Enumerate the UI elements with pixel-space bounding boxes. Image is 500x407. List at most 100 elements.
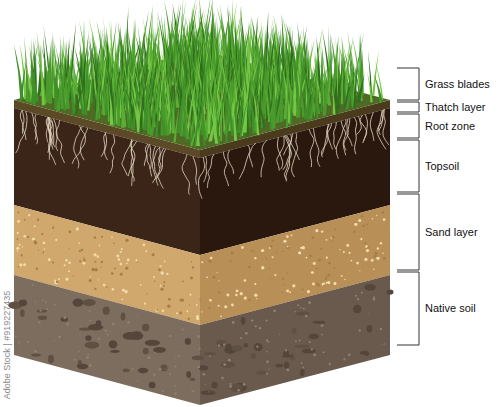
sand-grain xyxy=(82,262,85,265)
sand-grain xyxy=(283,240,286,243)
sand-grain xyxy=(241,246,244,249)
sand-grain xyxy=(121,248,123,250)
sand-grain xyxy=(83,259,85,261)
soil-stone xyxy=(123,332,138,340)
soil-stone xyxy=(37,309,48,312)
sand-grain xyxy=(344,279,346,281)
soil-stone xyxy=(386,289,393,294)
grass-blade xyxy=(82,80,87,115)
sand-grain xyxy=(256,298,257,299)
grass-blade xyxy=(155,72,161,137)
sand-grain xyxy=(27,236,29,238)
soil-stone xyxy=(149,382,156,389)
sand-grain xyxy=(189,294,191,296)
soil-stone xyxy=(185,338,191,345)
sand-grain xyxy=(99,245,101,247)
grass-blade xyxy=(310,52,320,120)
root xyxy=(46,117,56,165)
sand-grain xyxy=(274,274,276,276)
layer-label: Root zone xyxy=(425,120,475,133)
sand-grain xyxy=(206,276,208,278)
sand-grain xyxy=(81,249,84,252)
soil-grain xyxy=(383,343,385,345)
soil-grain xyxy=(259,327,261,329)
sand-grain xyxy=(52,261,54,263)
soil-grain xyxy=(321,334,323,336)
sand-grain xyxy=(382,211,385,214)
sand-grain xyxy=(282,292,284,294)
sand-grain xyxy=(327,281,330,284)
soil-grain xyxy=(268,369,269,370)
sand-grain xyxy=(382,252,383,253)
soil-grain xyxy=(299,340,301,342)
sand-grain xyxy=(311,271,314,274)
grass-blade xyxy=(296,83,300,118)
grass-blade xyxy=(239,88,250,138)
root xyxy=(356,115,362,135)
soil-stone xyxy=(302,349,316,354)
root xyxy=(322,123,332,155)
soil-grain xyxy=(232,321,235,324)
soil-grain xyxy=(243,383,246,386)
sand-grain xyxy=(90,276,91,277)
sand-grain xyxy=(17,232,19,234)
sand-grain xyxy=(312,283,315,286)
soil-stone xyxy=(211,382,217,389)
sand-grain xyxy=(287,246,289,248)
sand-grain xyxy=(17,266,19,268)
root xyxy=(336,120,346,159)
soil-grain xyxy=(107,334,109,336)
sand-grain xyxy=(42,252,44,254)
sand-grain xyxy=(236,290,239,293)
soil-grain xyxy=(286,368,289,371)
grass-blade xyxy=(322,52,331,116)
root xyxy=(101,133,106,157)
soil-grain xyxy=(245,332,248,335)
sand-grain xyxy=(135,259,137,261)
sand-grain xyxy=(201,311,202,312)
soil-grain xyxy=(89,364,92,367)
soil-grain xyxy=(76,367,78,369)
sand-grain xyxy=(248,299,250,301)
soil-grain xyxy=(153,373,156,376)
sand-grain xyxy=(163,285,165,287)
soil-grain xyxy=(169,335,171,337)
grass-blade xyxy=(280,57,291,124)
sand-grain xyxy=(374,255,377,258)
soil-stone xyxy=(364,284,375,291)
root xyxy=(223,152,228,186)
grass-blade xyxy=(373,73,382,102)
root xyxy=(110,135,115,173)
sand-grain xyxy=(94,261,96,263)
sand-grain xyxy=(213,276,216,279)
sand-grain xyxy=(196,317,199,320)
sand-grain xyxy=(311,236,314,239)
sand-grain xyxy=(127,259,130,262)
sand-grain xyxy=(270,278,271,279)
sand-grain xyxy=(286,235,289,238)
root xyxy=(239,145,250,179)
sand-grain xyxy=(79,250,81,252)
sand-grain xyxy=(209,299,212,302)
sand-grain xyxy=(218,291,220,293)
sand-grain xyxy=(68,230,71,233)
roots xyxy=(16,109,389,198)
sand-grain xyxy=(114,268,116,270)
sand-grain xyxy=(286,289,289,292)
sand-grain xyxy=(332,236,335,239)
soil-stone xyxy=(198,365,208,370)
soil-stone xyxy=(143,348,149,354)
sand-grain xyxy=(68,262,71,265)
bracket xyxy=(397,194,419,270)
soil-grain xyxy=(380,328,383,331)
root xyxy=(354,117,356,154)
soil-stone xyxy=(295,312,310,316)
sand-grain xyxy=(383,257,386,260)
soil-grain xyxy=(323,351,325,353)
sand-grain xyxy=(254,257,256,259)
sand-grain xyxy=(217,272,218,273)
soil-grain xyxy=(343,358,345,360)
grass-blade xyxy=(183,103,188,139)
